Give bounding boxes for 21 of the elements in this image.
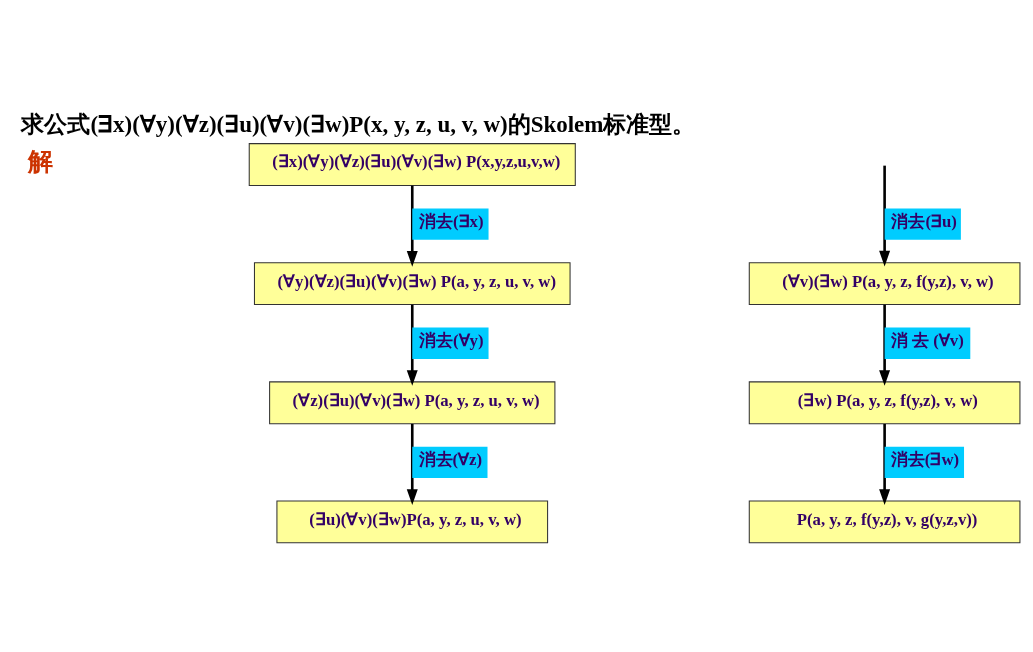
label: 解: [28, 147, 54, 175]
arrow: [406, 304, 418, 386]
arrow: [406, 185, 418, 267]
edge-label: 消 去 (∀v): [890, 330, 964, 350]
node-box: (∀z)(∃u)(∀v)(∃w) P(a, y, z, u, v, w): [269, 380, 556, 424]
node-box: (∃u)(∀v)(∃w)P(a, y, z, u, v, w): [276, 500, 549, 543]
arrow: [406, 423, 418, 505]
edge-label: 消去(∀z): [418, 449, 483, 469]
edge-label: 消去(∃u): [891, 211, 957, 231]
diagram-title: 求公式(∃x)(∀y)(∀z)(∃u)(∀v)(∃w)P(x, y, z, u, v, w)的Skolem标准型。: [21, 111, 696, 137]
edge-label: 消去(∃x): [419, 211, 484, 231]
node-box: (∃w) P(a, y, z, f(y,z), v, w): [748, 380, 1021, 424]
arrow: [879, 423, 891, 505]
arrow: [879, 165, 891, 266]
edge-label: 消去(∃w): [890, 449, 960, 469]
node-box: (∀y)(∀z)(∃u)(∀v)(∃w) P(a, y, z, u, v, w): [253, 261, 571, 305]
node-box: (∀v)(∃w) P(a, y, z, f(y,z), v, w): [748, 261, 1021, 305]
node-box: (∃x)(∀y)(∀z)(∃u)(∀v)(∃w) P(x,y,z,u,v,w): [248, 142, 576, 186]
arrow: [879, 304, 891, 386]
edge-label: 消去(∀y): [419, 330, 484, 350]
node-box: P(a, y, z, f(y,z), v, g(y,z,v)): [748, 500, 1021, 543]
